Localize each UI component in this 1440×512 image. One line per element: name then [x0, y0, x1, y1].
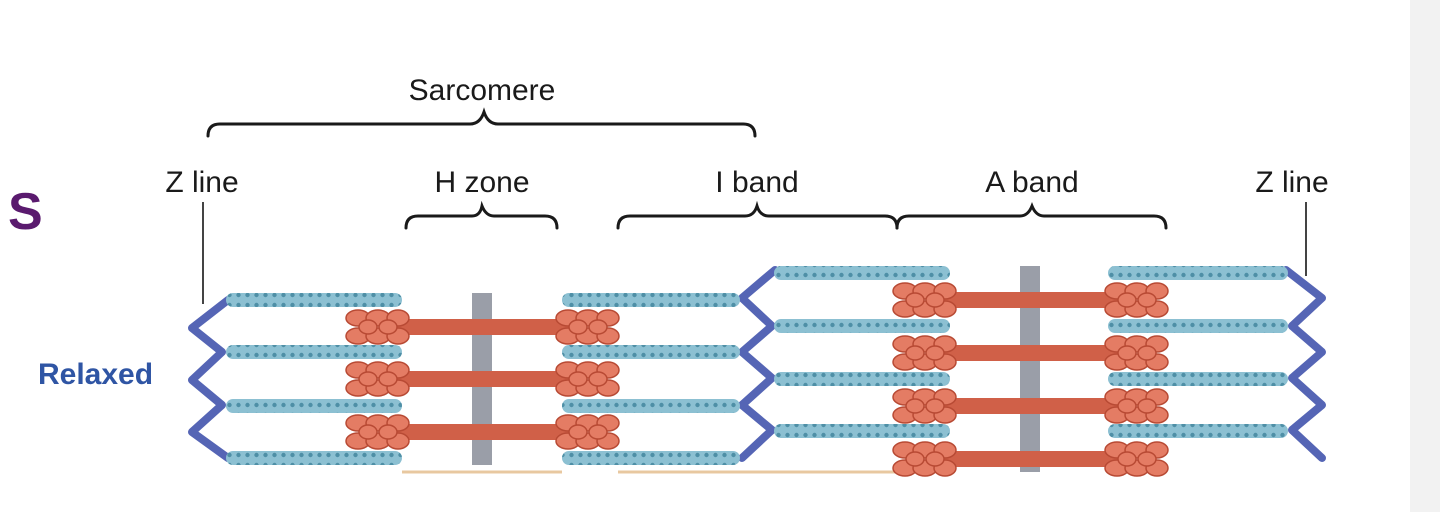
thick-filament: [892, 335, 1169, 371]
sarcomere-label: Sarcomere: [409, 74, 556, 107]
thick-filament: [892, 441, 1169, 477]
h-zone-label: H zone: [434, 166, 529, 199]
thick-filaments-2: [892, 282, 1169, 477]
z-line-label-right: Z line: [1255, 166, 1328, 199]
thick-filament: [892, 388, 1169, 424]
z-disc-2: [738, 266, 779, 462]
a-band-brace: [895, 201, 1168, 230]
thick-filament: [892, 282, 1169, 318]
thick-filaments-1: [345, 309, 620, 450]
side-letter: S: [8, 183, 43, 241]
state-label: Relaxed: [38, 358, 154, 391]
a-band-label: A band: [985, 166, 1078, 199]
scroll-gutter: [1410, 0, 1440, 512]
z-line-label-left: Z line: [165, 166, 238, 199]
thick-filament: [345, 414, 620, 450]
thick-filament: [345, 361, 620, 397]
z-disc-1: [188, 296, 232, 462]
z-disc-3: [1282, 266, 1326, 462]
braces: [206, 107, 1168, 230]
thin-filaments: [226, 266, 1288, 465]
sarcomere-brace: [206, 107, 757, 138]
z-discs: [188, 266, 1326, 462]
m-line-2: [1020, 266, 1040, 472]
h-zone-brace: [404, 200, 559, 230]
i-band-label: I band: [715, 166, 798, 199]
i-band-brace: [616, 200, 899, 230]
thick-filament: [345, 309, 620, 345]
